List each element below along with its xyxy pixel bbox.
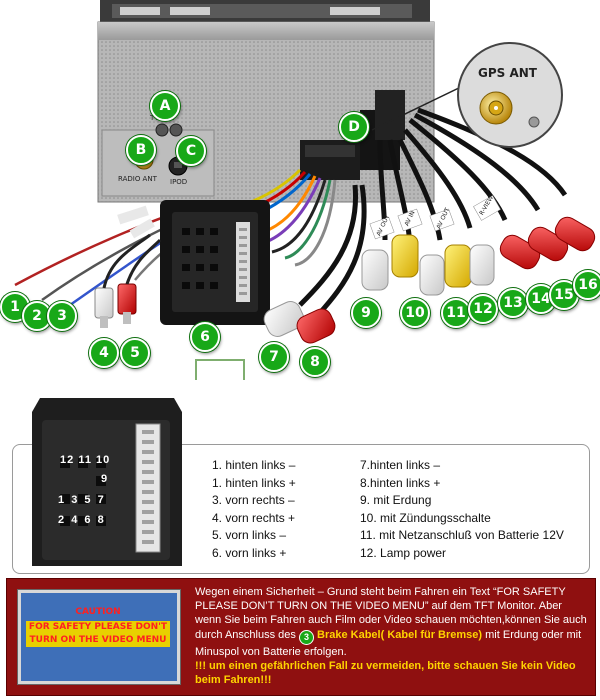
caution-title: CAUTION bbox=[75, 607, 121, 617]
badge-12: 12 bbox=[468, 294, 498, 324]
pin-num-5: 5 bbox=[84, 494, 91, 506]
pin-desc-10: 10. mit Zündungsschalte bbox=[360, 510, 491, 525]
badge-13: 13 bbox=[498, 288, 528, 318]
caution-line-2: TURN ON THE VIDEO MENU bbox=[26, 634, 170, 647]
pinout-list-right: 7.hinten links – 8.hinten links + 9. mit… bbox=[360, 457, 564, 563]
pin-num-9: 9 bbox=[101, 473, 108, 485]
pin-desc-11: 11. mit Netzanschluß von Batterie 12V bbox=[360, 528, 564, 543]
pin-desc-4: 4. vorn rechts + bbox=[212, 510, 296, 525]
pin-num-7: 7 bbox=[97, 494, 104, 506]
badge-9: 9 bbox=[351, 298, 381, 328]
pin-num-1: 1 bbox=[58, 494, 65, 506]
caution-line-1: FOR SAFETY PLEASE DON'T bbox=[26, 621, 170, 634]
pin-desc-5: 5. vorn links – bbox=[212, 528, 287, 543]
gps-ant-label: GPS ANT bbox=[478, 66, 537, 80]
badge-6: 6 bbox=[190, 322, 220, 352]
pin-num-4: 4 bbox=[71, 514, 78, 526]
connector-numbers-row1: 12 11 10 bbox=[60, 454, 110, 466]
pin-desc-6: 6. vorn links + bbox=[212, 545, 287, 560]
warning-alert: !!! um einen gefährlichen Fall zu vermei… bbox=[195, 659, 576, 687]
radio-ant-label: RADIO ANT bbox=[118, 175, 157, 183]
pin-desc-1: 1. hinten links – bbox=[212, 458, 296, 472]
badge-c: C bbox=[176, 136, 206, 166]
iso-connector-closeup bbox=[32, 398, 182, 566]
ipod-label: IPOD bbox=[170, 178, 188, 186]
pinout-list-left: 1. hinten links – 1. hinten links + 3. v… bbox=[212, 457, 296, 563]
badge-a: A bbox=[150, 91, 180, 121]
pin-num-12: 12 bbox=[60, 454, 75, 466]
warning-part-2: mit Erdung oder mit Minuspol von Batteri… bbox=[195, 628, 582, 658]
connector-numbers-row3: 1 3 5 7 bbox=[58, 494, 104, 506]
wiring-photo bbox=[14, 0, 596, 380]
pin-desc-9: 9. mit Erdung bbox=[360, 493, 432, 508]
badge-14: 14 bbox=[526, 284, 556, 314]
warning-text: Wegen einem Sicherheit – Grund steht bei… bbox=[195, 585, 587, 687]
pin-num-11: 11 bbox=[78, 454, 92, 466]
pin-desc-2: 1. hinten links + bbox=[212, 475, 296, 490]
pin-desc-7: 7.hinten links – bbox=[360, 458, 441, 472]
badge-4: 4 bbox=[89, 338, 119, 368]
warning-highlight: Brake Kabel( Kabel für Bremse) bbox=[317, 628, 483, 641]
caution-screen-text: CAUTION FOR SAFETY PLEASE DON'T TURN ON … bbox=[26, 606, 170, 647]
pin-desc-12: 12. Lamp power bbox=[360, 545, 447, 560]
badge-10: 10 bbox=[400, 298, 430, 328]
connector-numbers-row4: 2 4 6 8 bbox=[58, 514, 104, 526]
pin-num-6: 6 bbox=[84, 514, 91, 526]
badge-3: 3 bbox=[47, 301, 77, 331]
warning-part-1: Wegen einem Sicherheit – Grund steht bei… bbox=[195, 586, 587, 641]
pin-num-3: 3 bbox=[71, 494, 78, 506]
badge-2: 2 bbox=[22, 301, 52, 331]
badge-b: B bbox=[126, 135, 156, 165]
badge-7: 7 bbox=[259, 342, 289, 372]
pin-num-2: 2 bbox=[58, 514, 65, 526]
badge-16: 16 bbox=[573, 270, 600, 300]
pin-num-10: 10 bbox=[96, 454, 111, 466]
badge-11: 11 bbox=[441, 298, 471, 328]
badge-3-inline: 3 bbox=[298, 629, 314, 645]
pin-num-8: 8 bbox=[97, 514, 104, 526]
pin-desc-3: 3. vorn rechts – bbox=[212, 493, 295, 508]
badge-d: D bbox=[339, 112, 369, 142]
badge-5: 5 bbox=[120, 338, 150, 368]
pin-desc-8: 8.hinten links + bbox=[360, 475, 441, 490]
badge-8: 8 bbox=[300, 347, 330, 377]
